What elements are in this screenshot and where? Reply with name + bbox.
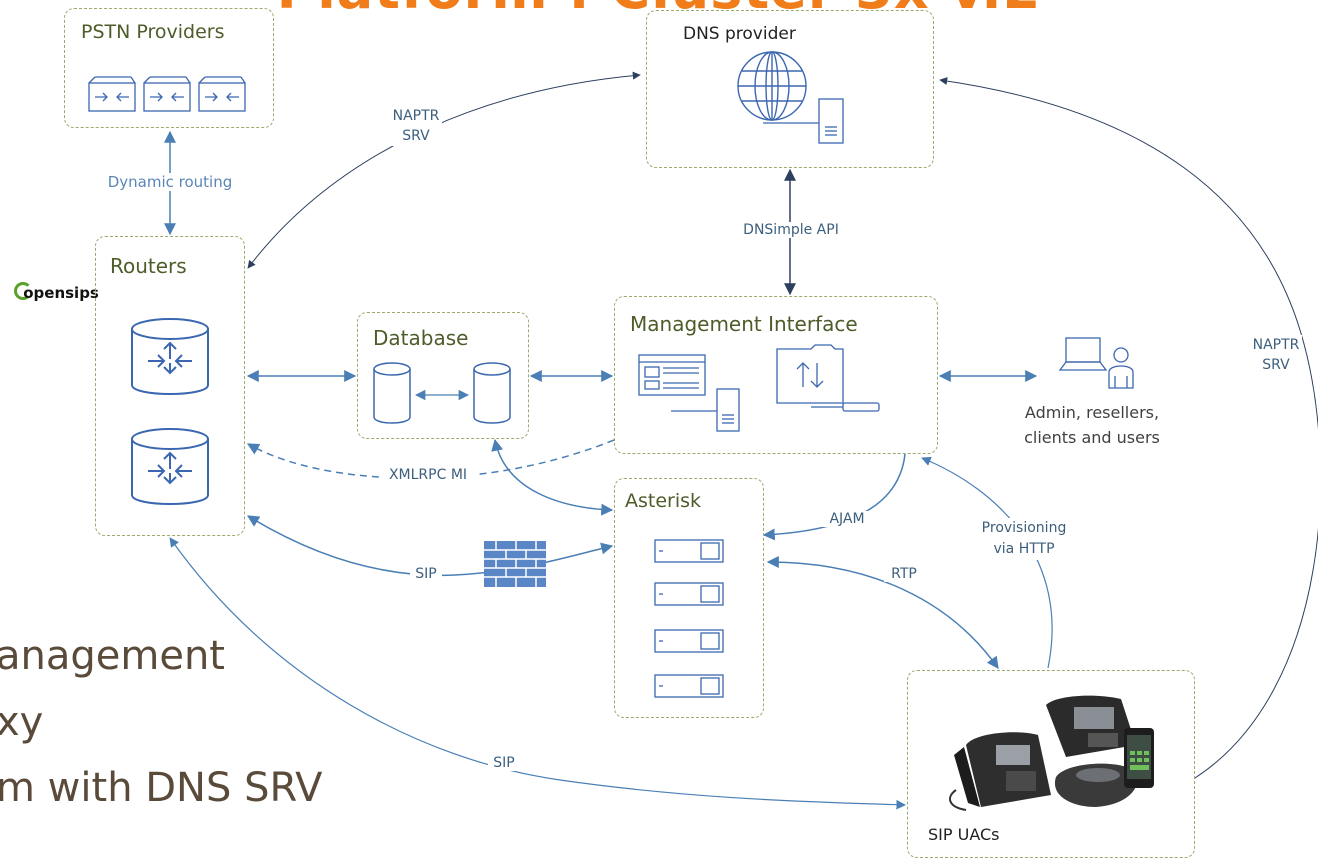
pstn-providers-box: PSTN Providers bbox=[64, 8, 274, 128]
database-icon bbox=[373, 362, 511, 424]
dynamic-routing-label: Dynamic routing bbox=[96, 173, 244, 191]
ajam-link bbox=[762, 453, 906, 541]
slide-text-line3: m with DNS SRV bbox=[0, 765, 323, 811]
switch-icon bbox=[88, 76, 246, 112]
asterisk-box: Asterisk bbox=[614, 478, 764, 718]
sip-uacs-title: SIP UACs bbox=[928, 825, 1000, 844]
user-icon bbox=[1108, 347, 1134, 389]
database-box: Database bbox=[357, 312, 529, 439]
sip-uacs-box: SIP UACs bbox=[907, 670, 1195, 858]
dns-provider-box: DNS provider bbox=[646, 10, 934, 168]
asterisk-title: Asterisk bbox=[625, 490, 702, 512]
rack-server-icon bbox=[654, 674, 724, 698]
database-asterisk-link bbox=[491, 438, 614, 516]
naptr-label: NAPTR bbox=[1252, 337, 1300, 353]
slide-text-line2: xy bbox=[0, 699, 44, 745]
server-icon bbox=[763, 98, 844, 144]
users-label-line2: clients and users bbox=[1024, 428, 1160, 447]
srv-label: SRV bbox=[402, 128, 430, 144]
users-label-line1: Admin, resellers, bbox=[1024, 403, 1160, 422]
routers-box: Routers bbox=[95, 236, 245, 536]
database-title: Database bbox=[373, 326, 469, 350]
routers-title: Routers bbox=[110, 254, 187, 278]
smartphone-icon bbox=[1124, 728, 1154, 788]
provisioning-link bbox=[921, 456, 1053, 669]
provisioning-line2: via HTTP bbox=[993, 541, 1055, 557]
naptr-label: NAPTR bbox=[392, 108, 440, 124]
rtp-label: RTP bbox=[884, 566, 924, 582]
naptr-srv-link-right bbox=[939, 77, 1318, 779]
web-console-icon bbox=[638, 354, 740, 432]
globe-icon bbox=[737, 51, 807, 121]
naptr-srv-label-right: NAPTR SRV bbox=[1250, 335, 1302, 375]
rtp-link bbox=[766, 556, 999, 669]
routers-uacs-sip-link bbox=[169, 537, 906, 810]
slide-text-line1: anagement bbox=[0, 633, 225, 679]
dnsimple-api-label: DNSimple API bbox=[737, 222, 845, 238]
srv-label: SRV bbox=[1262, 357, 1290, 373]
naptr-srv-link-left bbox=[247, 71, 641, 269]
management-interface-title: Management Interface bbox=[630, 312, 858, 336]
ajam-label: AJAM bbox=[822, 511, 872, 527]
rack-server-icon bbox=[654, 539, 724, 563]
rack-server-icon bbox=[654, 629, 724, 653]
dns-provider-title: DNS provider bbox=[683, 24, 796, 44]
opensips-logo-text: opensips bbox=[23, 284, 99, 302]
provisioning-label: Provisioning via HTTP bbox=[968, 518, 1080, 560]
rack-server-icon bbox=[654, 582, 724, 606]
pstn-providers-title: PSTN Providers bbox=[81, 21, 225, 43]
opensips-logo: opensips bbox=[14, 282, 99, 302]
workstation-icon bbox=[1058, 337, 1108, 371]
provisioning-line1: Provisioning bbox=[981, 520, 1067, 536]
naptr-srv-label-left: NAPTR SRV bbox=[390, 106, 442, 146]
router-icon bbox=[131, 318, 209, 395]
firewall-icon bbox=[484, 541, 546, 587]
ip-phone-icon bbox=[949, 695, 1138, 811]
sip-bottom-label: SIP bbox=[488, 755, 520, 771]
management-interface-box: Management Interface bbox=[614, 296, 938, 454]
sip-firewall-label: SIP bbox=[410, 566, 442, 582]
xmlrpc-mi-label: XMLRPC MI bbox=[380, 467, 476, 483]
router-icon bbox=[131, 428, 209, 505]
opensips-swirl-icon bbox=[14, 282, 32, 300]
file-transfer-icon bbox=[776, 344, 880, 412]
